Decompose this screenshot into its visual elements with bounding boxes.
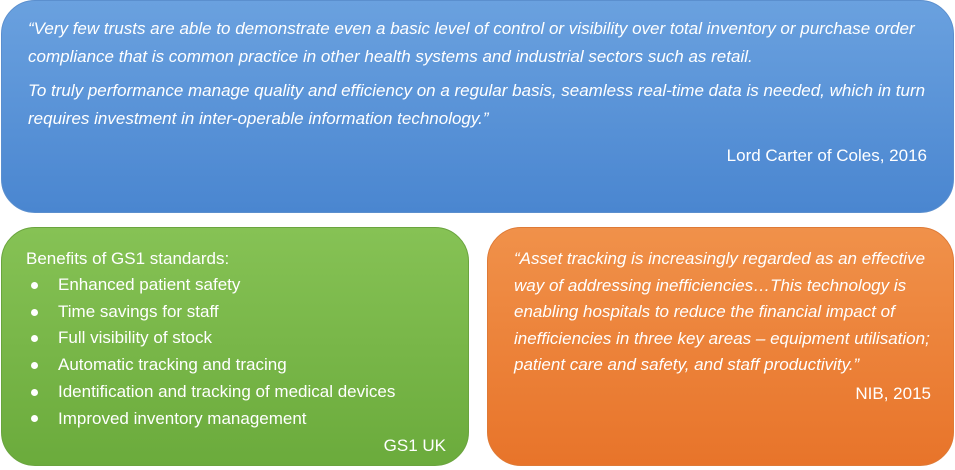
- benefit-label: Identification and tracking of medical d…: [58, 381, 396, 401]
- nib-attribution: NIB, 2015: [855, 383, 931, 403]
- carter-quote-paragraph-2: To truly performance manage quality and …: [28, 81, 926, 128]
- bullet-icon: [31, 388, 38, 396]
- benefits-title: Benefits of GS1 standards:: [26, 249, 230, 268]
- list-item: Automatic tracking and tracing: [26, 352, 446, 379]
- carter-attribution: Lord Carter of Coles, 2016: [726, 146, 927, 165]
- carter-quote-panel: “Very few trusts are able to demonstrate…: [1, 0, 954, 213]
- list-item: Improved inventory management: [26, 406, 446, 433]
- list-item: Full visibility of stock: [26, 325, 446, 352]
- list-item: Identification and tracking of medical d…: [26, 379, 446, 406]
- benefit-label: Full visibility of stock: [58, 328, 212, 348]
- list-item: Enhanced patient safety: [26, 272, 446, 299]
- bullet-icon: [31, 335, 38, 343]
- bullet-icon: [31, 361, 38, 369]
- benefit-label: Enhanced patient safety: [58, 275, 241, 294]
- benefit-label: Improved inventory management: [58, 408, 307, 428]
- bullet-icon: [31, 415, 38, 423]
- bullet-icon: [31, 308, 38, 316]
- bullet-icon: [31, 281, 38, 289]
- gs1-attribution: GS1 UK: [383, 436, 446, 456]
- benefits-list: Enhanced patient safety Time savings for…: [26, 272, 446, 432]
- nib-quote-panel: “Asset tracking is increasingly regarded…: [487, 227, 954, 466]
- nib-quote-text: “Asset tracking is increasingly regarded…: [514, 249, 930, 374]
- list-item: Time savings for staff: [26, 299, 446, 326]
- gs1-benefits-panel: Benefits of GS1 standards: Enhanced pati…: [1, 227, 469, 466]
- benefit-label: Time savings for staff: [58, 301, 219, 321]
- benefit-label: Automatic tracking and tracing: [58, 355, 287, 375]
- carter-quote-paragraph-1: “Very few trusts are able to demonstrate…: [28, 19, 915, 66]
